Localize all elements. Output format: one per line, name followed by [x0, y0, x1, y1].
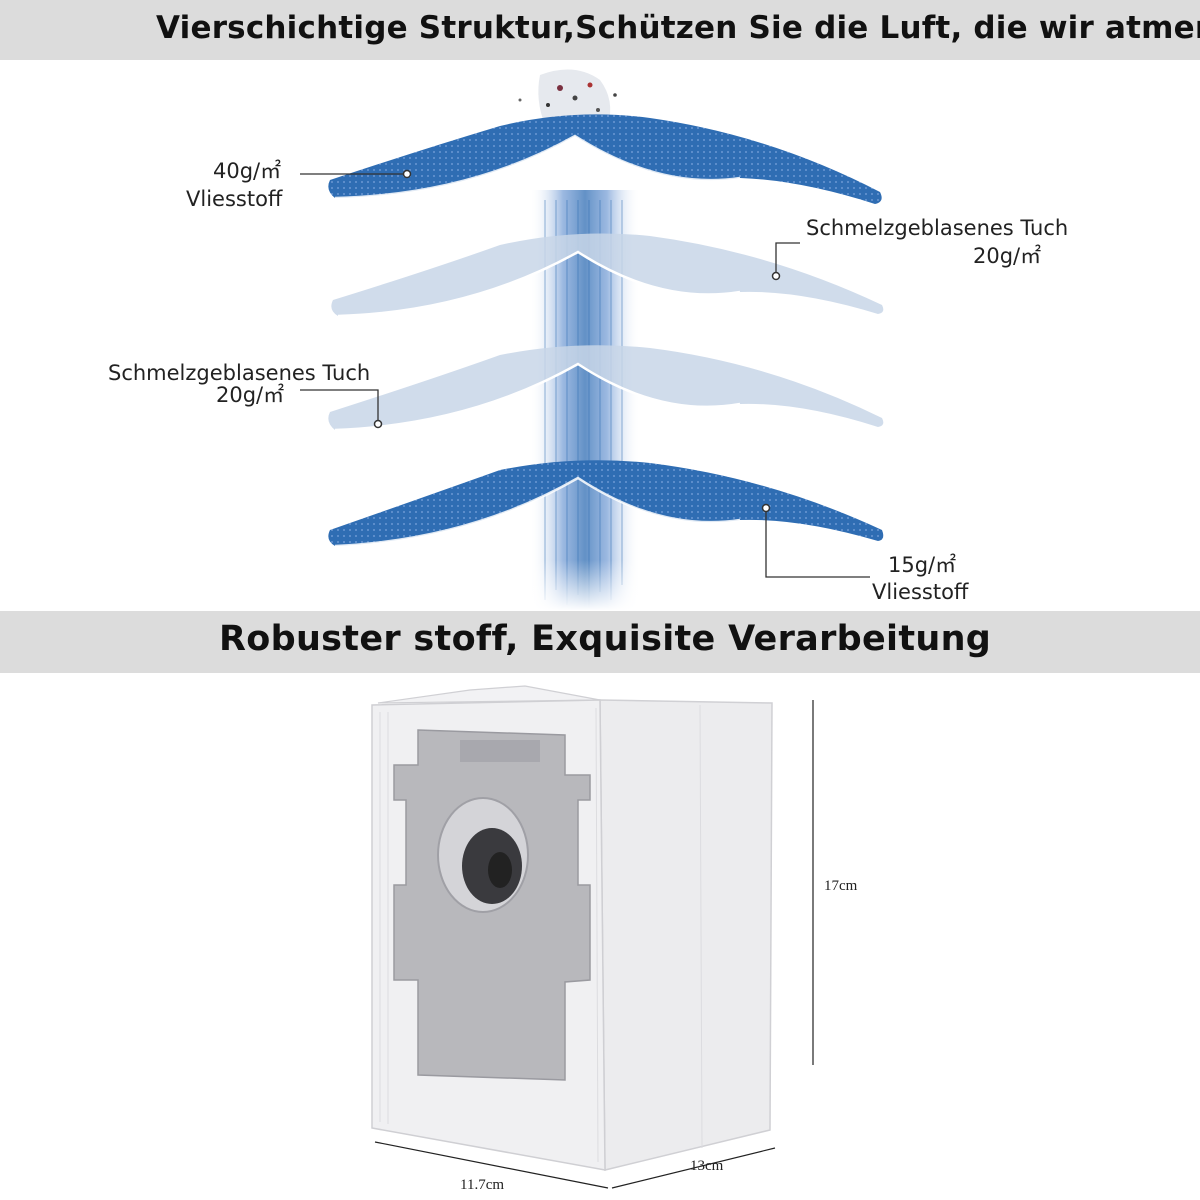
layer-3-meltblown: [328, 345, 884, 432]
bag-side-panel: [599, 699, 773, 1171]
dust-bag-illustration: [371, 685, 814, 1189]
subheadline-banner: Robuster stoff, Exquisite Verarbeitung: [0, 611, 1200, 673]
layer-3-weight: 20g/㎡: [216, 383, 285, 407]
headline: Vierschichtige Struktur,Schützen Sie die…: [156, 10, 1200, 46]
callout-dots: [373, 169, 781, 513]
layer-4-nonwoven: [328, 460, 884, 548]
layer-2-meltblown: [331, 233, 884, 318]
filter-layers-illustration: [300, 69, 884, 611]
height-dimension-label: 17cm: [824, 878, 858, 894]
layer-4-weight: 15g/㎡: [888, 553, 957, 577]
layer-1-material: Vliesstoff: [186, 187, 283, 211]
depth-dimension-label: 13cm: [690, 1158, 724, 1174]
layer-1-nonwoven: [328, 114, 882, 204]
dimension-lines: [374, 700, 814, 1189]
width-dimension-label: 11.7cm: [460, 1177, 505, 1193]
headline-banner: Vierschichtige Struktur,Schützen Sie die…: [0, 0, 1200, 60]
layer-1-weight: 40g/㎡: [213, 159, 282, 183]
layer-4-material: Vliesstoff: [872, 580, 969, 604]
layer-2-weight: 20g/㎡: [973, 244, 1042, 268]
callout-lines: [300, 173, 870, 578]
layer-3-material: Schmelzgeblasenes Tuch: [108, 361, 371, 385]
bag-cardboard-plate: [393, 729, 591, 1081]
layer-2-material: Schmelzgeblasenes Tuch: [806, 216, 1069, 240]
subheadline: Robuster stoff, Exquisite Verarbeitung: [219, 619, 992, 659]
